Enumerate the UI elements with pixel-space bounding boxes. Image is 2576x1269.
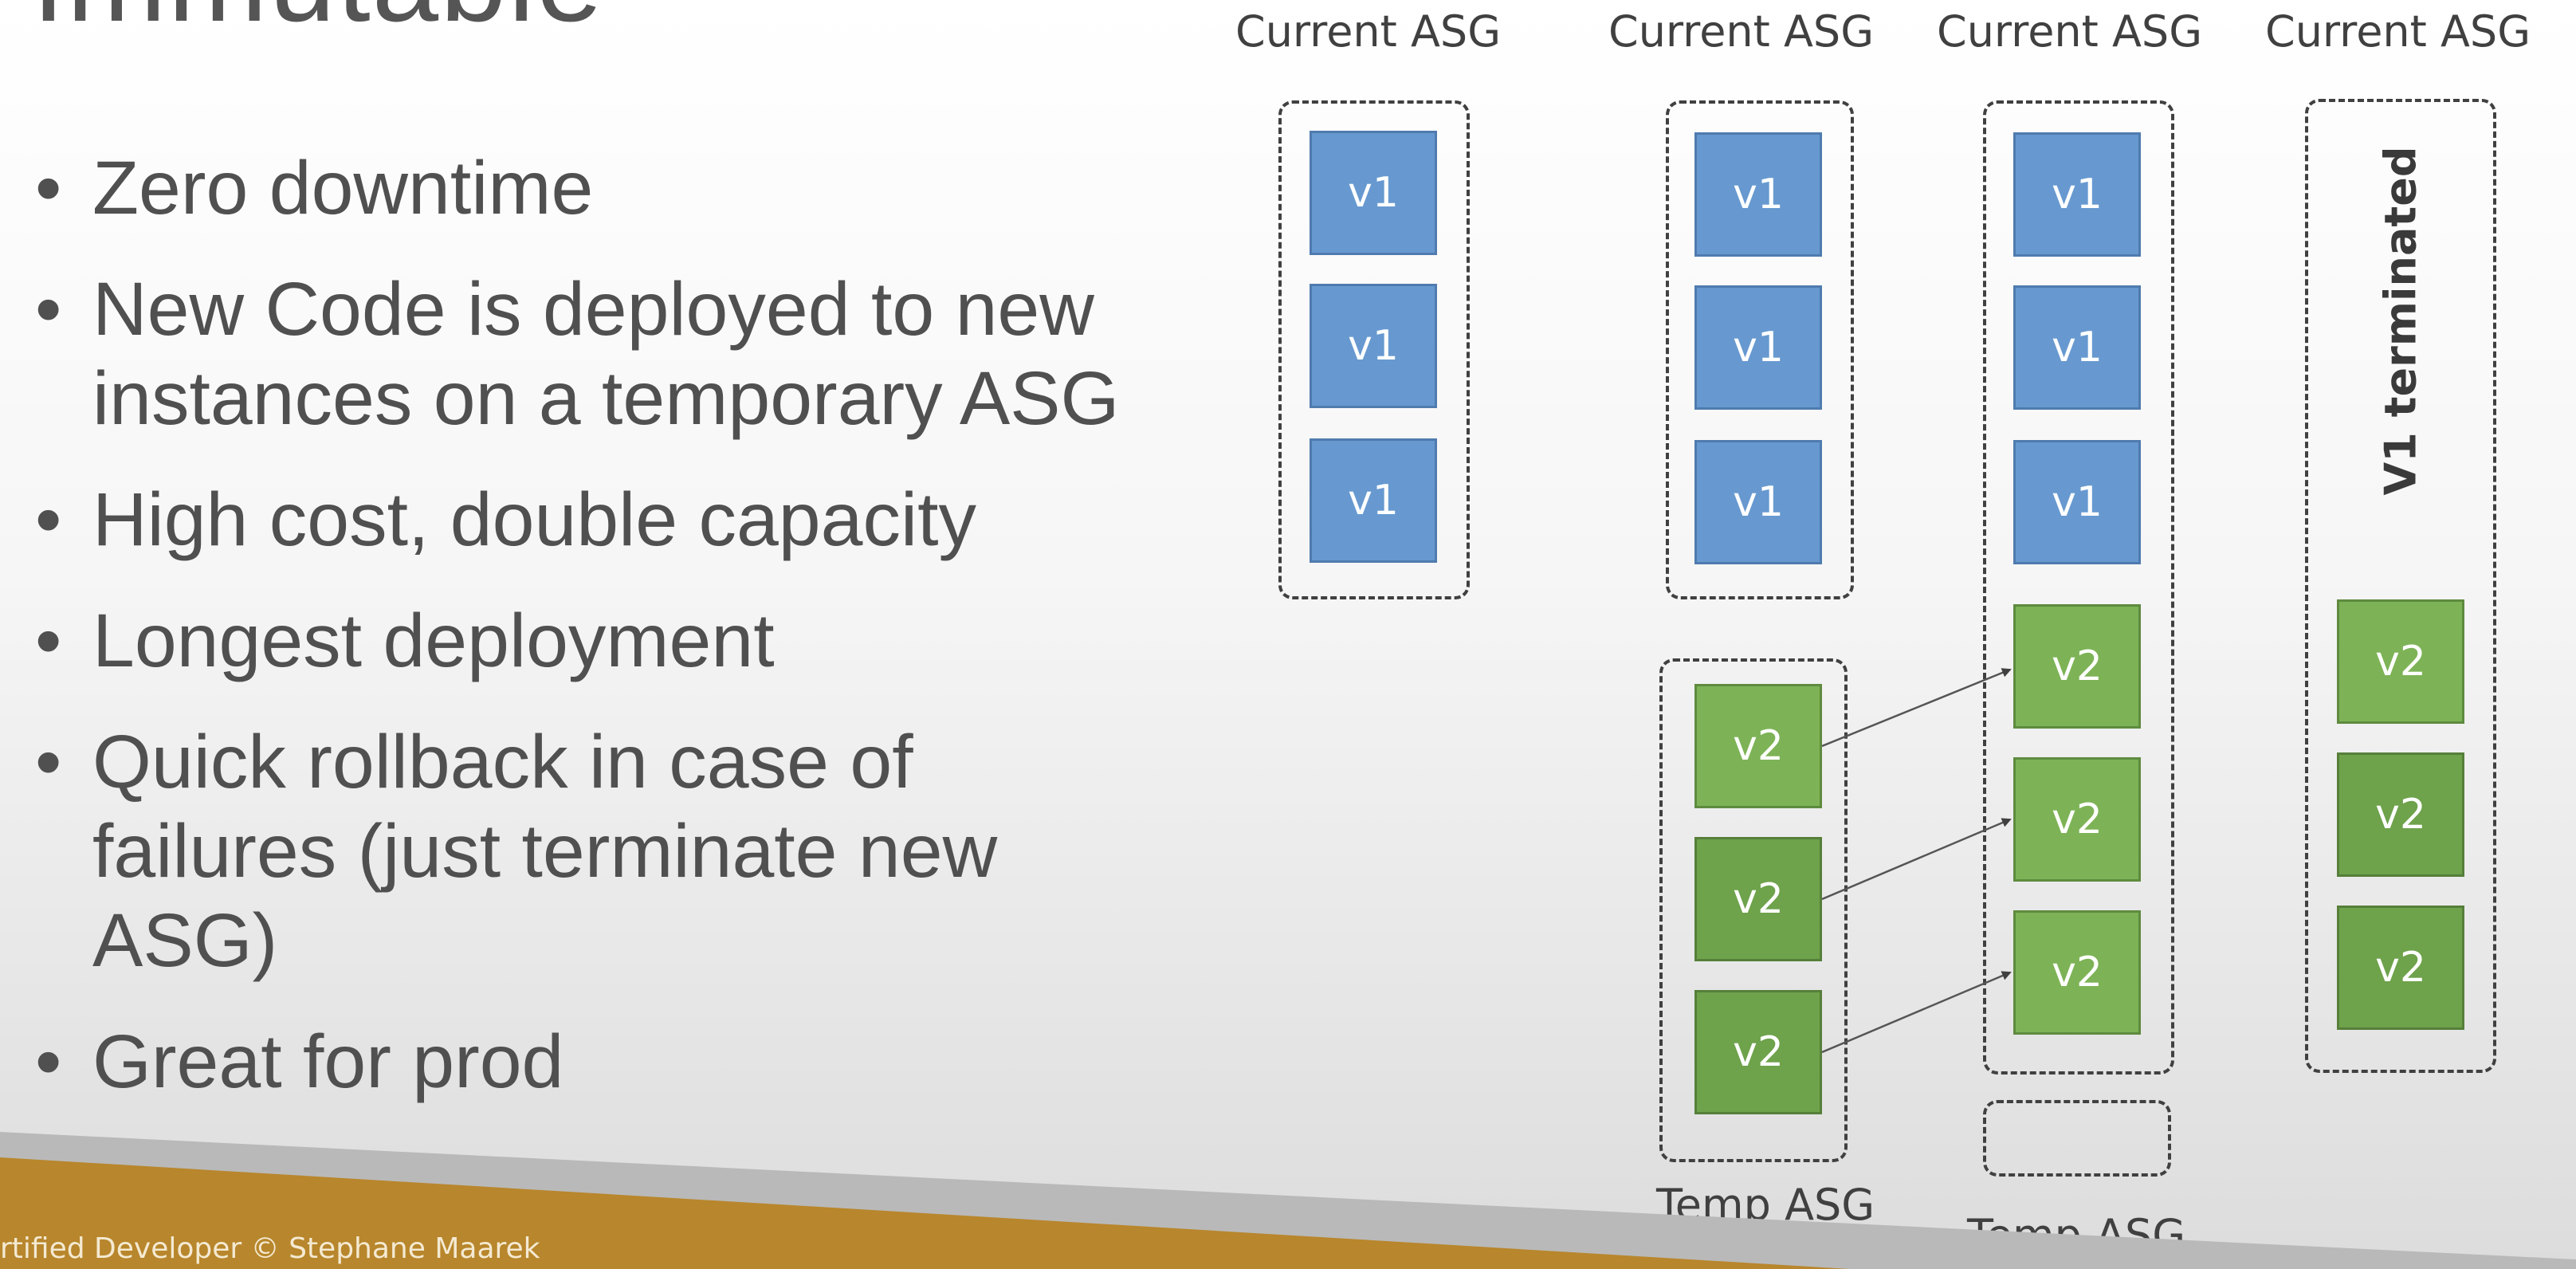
instance-v2: v2	[2337, 752, 2464, 877]
instance-v2: v2	[2013, 910, 2141, 1035]
bullet-text: Quick rollback in case of failures (just…	[92, 720, 998, 983]
column-label-current-asg: Current ASG	[1235, 6, 1502, 57]
bullet-dot: •	[35, 1020, 62, 1104]
bullet-dot: •	[35, 720, 62, 804]
instance-v1: v1	[1694, 285, 1822, 410]
column-label-current-asg: Current ASG	[2265, 6, 2531, 57]
instance-v1: v1	[1310, 284, 1437, 408]
bullet-text: High cost, double capacity	[92, 477, 976, 562]
bullet-text: Great for prod	[92, 1020, 564, 1104]
instance-v1: v1	[1694, 132, 1822, 257]
instance-v1: v1	[2013, 285, 2141, 410]
bullet-item: • Quick rollback in case of failures (ju…	[35, 717, 1199, 985]
bullet-item: • New Code is deployed to new instances …	[35, 265, 1199, 443]
arrow-line	[1821, 818, 2012, 901]
column-label-current-asg: Current ASG	[1608, 6, 1875, 57]
bullet-item: • Great for prod	[35, 1017, 1199, 1106]
current-asg-group	[1666, 100, 1854, 599]
arrow-line	[1821, 971, 2012, 1054]
bullet-list: • Zero downtime • New Code is deployed t…	[35, 143, 1199, 1138]
bullet-dot: •	[35, 267, 62, 352]
instance-v1: v1	[1310, 131, 1437, 255]
bullet-dot: •	[35, 599, 62, 683]
instance-v2: v2	[2013, 604, 2141, 729]
bullet-dot: •	[35, 146, 62, 230]
current-asg-group	[2305, 99, 2496, 1073]
instance-v2: v2	[2337, 599, 2464, 724]
bullet-item: • Zero downtime	[35, 143, 1199, 233]
footer-copyright: rtified Developer © Stephane Maarek	[0, 1232, 540, 1265]
instance-v2: v2	[1694, 990, 1822, 1114]
bullet-item: • High cost, double capacity	[35, 475, 1199, 564]
arrow-line	[1821, 668, 2012, 748]
bullet-text: New Code is deployed to new instances on…	[92, 267, 1120, 441]
bullet-text: Zero downtime	[92, 146, 594, 230]
instance-v2: v2	[1694, 837, 1822, 961]
bullet-item: • Longest deployment	[35, 596, 1199, 686]
current-asg-group	[1983, 100, 2174, 1075]
instance-v2: v2	[2337, 906, 2464, 1030]
instance-v1: v1	[2013, 440, 2141, 564]
instance-v1: v1	[2013, 132, 2141, 257]
instance-v1: v1	[1694, 440, 1822, 564]
current-asg-group	[1278, 100, 1470, 599]
bullet-text: Longest deployment	[92, 599, 775, 683]
asg-diagram: Current ASG Current ASG Current ASG Curr…	[1196, 0, 2576, 1269]
bullet-dot: •	[35, 477, 62, 562]
column-label-current-asg: Current ASG	[1937, 6, 2203, 57]
instance-v1: v1	[1310, 438, 1437, 563]
instance-v2: v2	[2013, 757, 2141, 882]
instance-v2: v2	[1694, 684, 1822, 808]
migration-arrows	[1821, 668, 2012, 1054]
slide-title: Immutable	[32, 0, 604, 49]
